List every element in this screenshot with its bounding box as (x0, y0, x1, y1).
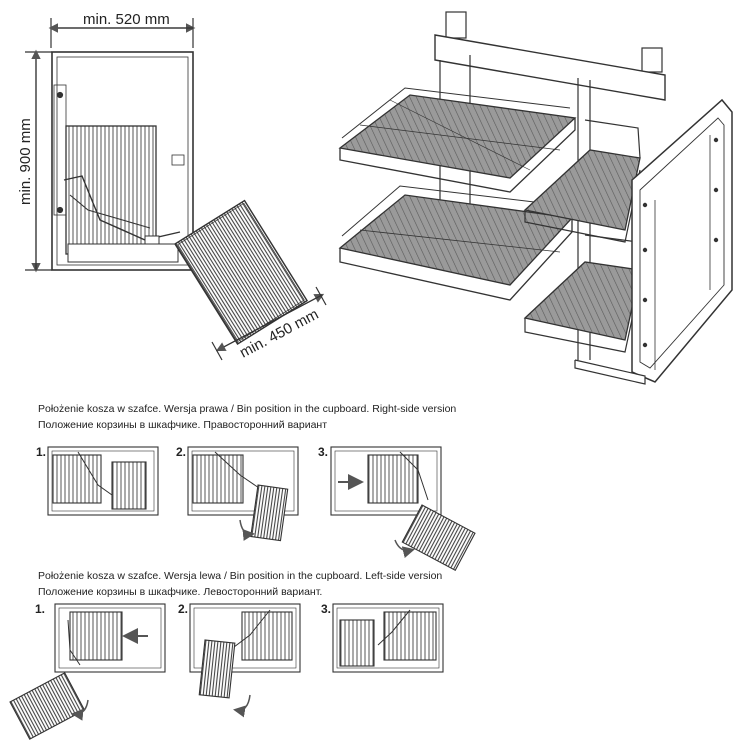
left-version-caption-line2: Положение корзины в шкафчике. Левосторон… (38, 586, 323, 598)
right-step-2 (187, 446, 299, 542)
right-step-1 (47, 446, 159, 516)
width-dimension-line (48, 18, 196, 48)
right-step-3 (330, 446, 476, 571)
left-step-3 (332, 603, 444, 673)
cabinet-side-panel (631, 98, 733, 383)
height-dimension-label: min. 900 mm (17, 118, 34, 205)
left-version-steps (9, 603, 444, 740)
left-step-2 (189, 603, 301, 718)
left-step-1 (9, 603, 166, 740)
swung-out-basket (174, 199, 309, 346)
isometric-product-view (338, 11, 733, 385)
cabinet-outline (51, 51, 194, 271)
right-version-caption-line2: Положение корзины в шкафчике. Правосторо… (38, 419, 328, 431)
left-step-2-number: 2. (178, 602, 188, 616)
height-dimension-line (25, 49, 52, 273)
upper-left-basket (338, 87, 577, 193)
right-step-3-number: 3. (318, 445, 328, 459)
curved-arrow-icon (394, 539, 415, 558)
left-step-1-number: 1. (35, 602, 45, 616)
depth-dimension-line (211, 286, 327, 361)
right-step-1-number: 1. (36, 445, 46, 459)
curved-arrow-icon (71, 699, 89, 721)
left-version-caption-line1: Położenie kosza w szafce. Wersja lewa / … (38, 570, 443, 582)
lower-right-basket (523, 234, 641, 353)
curved-arrow-icon (233, 694, 251, 718)
right-version-caption-line1: Położenie kosza w szafce. Wersja prawa /… (38, 403, 457, 415)
basket-in-cabinet (65, 125, 157, 255)
curved-arrow-icon (239, 519, 255, 541)
technical-drawing (25, 18, 327, 361)
right-version-steps (47, 446, 476, 571)
left-step-3-number: 3. (321, 602, 331, 616)
width-dimension-label: min. 520 mm (83, 11, 170, 28)
right-step-2-number: 2. (176, 445, 186, 459)
